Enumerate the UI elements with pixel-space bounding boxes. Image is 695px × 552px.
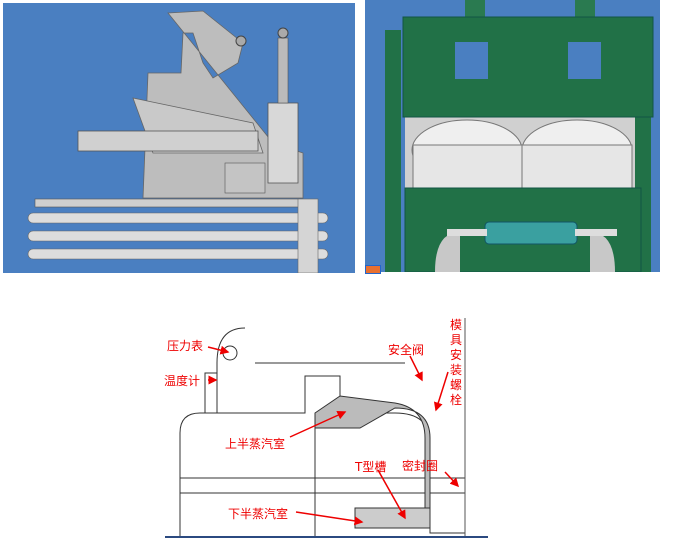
steam-chamber-cross-section <box>165 318 488 538</box>
label-seal-ring: 密封圈 <box>402 459 439 473</box>
label-upper-steam-chamber: 上半蒸汽室 <box>225 437 286 451</box>
label-safety-valve: 安全阀 <box>388 343 425 357</box>
front-view-render <box>365 0 660 272</box>
label-pressure-gauge: 压力表 <box>167 339 204 353</box>
label-lower-steam-chamber: 下半蒸汽室 <box>228 507 289 521</box>
taskbar-icon[interactable] <box>365 265 381 274</box>
label-mold-bolt: 模具安装螺栓 <box>450 318 463 407</box>
label-thermometer: 温度计 <box>164 374 201 388</box>
label-t-slot: T型槽 <box>355 460 387 474</box>
side-view-render <box>3 3 355 273</box>
